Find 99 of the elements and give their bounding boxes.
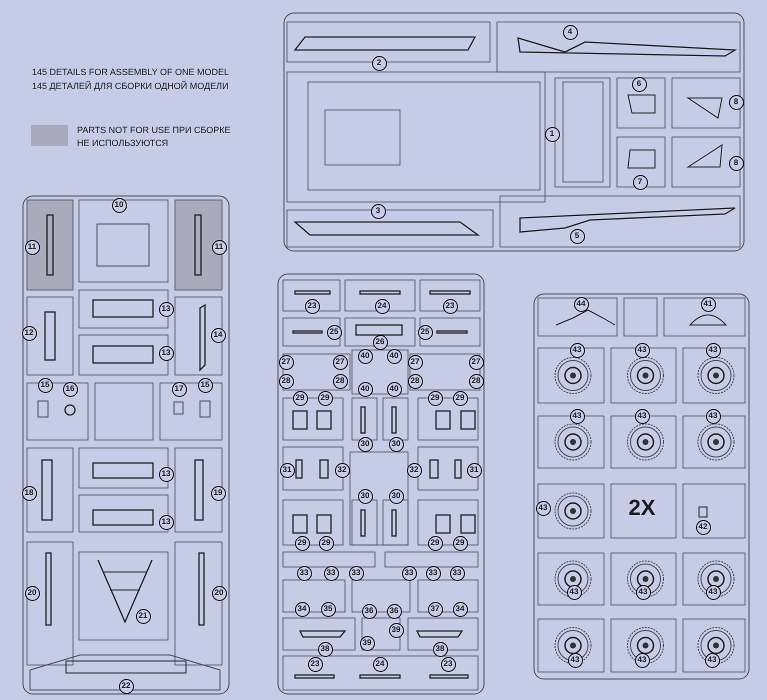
callout-number: 41 [700,296,716,312]
callout-number: 18 [22,486,36,500]
callout-number: 28 [468,374,484,388]
callout-number: 10 [112,198,126,212]
callout-number: 40 [358,382,372,396]
callout-number: 43 [536,500,550,516]
callout-number: 25 [418,324,432,340]
callout-number: 8 [728,156,744,170]
callout-number: 34 [452,602,468,616]
callout-number: 6 [632,76,646,92]
callout-number: 43 [706,584,720,600]
legend-text: PARTS NOT FOR USE ПРИ СБОРКЕ НЕ ИСПОЛЬЗУЮТСЯ [77,124,232,150]
callout-number: 31 [280,462,294,478]
callout-number: 23 [308,656,322,672]
callout-number: 39 [388,622,404,638]
callout-number: 23 [440,656,456,672]
callout-number: 28 [278,374,294,388]
callout-number: 15 [38,378,52,392]
callout-number: 29 [318,536,334,550]
callout-number: 17 [172,382,186,396]
callout-number: 27 [278,354,294,370]
callout-number: 29 [318,390,332,406]
callout-number: 43 [706,342,720,358]
callout-number: 43 [570,408,584,424]
callout-number: 29 [452,536,468,550]
callout-number: 43 [568,652,582,668]
callout-number: 4 [562,24,578,40]
callout-number: 33 [348,566,364,580]
callout-number: 5 [570,228,584,244]
callout-number: 32 [406,462,422,478]
callout-number: 33 [324,566,338,580]
callout-number: 15 [198,378,212,392]
callout-number: 30 [358,488,372,504]
quantity-text: 2X [628,497,656,519]
callout-number: 43 [706,408,720,424]
callout-number: 12 [22,326,36,340]
callout-number: 27 [468,354,484,370]
callout-number: 16 [62,382,78,396]
callout-number: 13 [158,346,174,360]
callout-number: 7 [632,174,648,190]
callout-number: 24 [374,298,390,314]
callout-number: 30 [388,436,404,452]
callout-number: 24 [372,656,388,672]
callout-number: 40 [386,382,402,396]
callout-number: 37 [428,602,442,616]
callout-number: 23 [442,298,458,314]
callout-number: 1 [544,126,560,142]
callout-number: 20 [24,586,40,600]
callout-number: 20 [212,586,226,600]
callout-number: 13 [158,302,174,316]
callout-number: 36 [386,604,402,618]
callout-number: 43 [634,408,650,424]
callout-number: 33 [296,566,312,580]
callout-number: 40 [358,348,372,364]
callout-number: 29 [428,390,442,406]
callout-number: 19 [210,486,226,500]
callout-number: 21 [136,608,150,624]
callout-number: 43 [634,652,650,668]
heading-text: 145 DETAILS FOR ASSEMBLY OF ONE MODEL [32,66,230,78]
callout-number: 40 [386,348,402,364]
callout-number: 43 [634,342,650,358]
callout-number: 27 [332,354,348,370]
callout-number: 35 [320,602,336,616]
callout-number: 33 [402,566,416,580]
callout-number: 33 [450,566,464,580]
callout-number: 29 [452,390,468,406]
callout-number: 29 [428,536,442,550]
callout-number: 42 [696,520,710,534]
callout-number: 8 [728,94,744,110]
callout-number: 43 [566,584,582,600]
callout-number: 43 [636,584,650,600]
callout-number: 26 [372,334,388,350]
callout-number: 29 [292,390,308,406]
callout-number: 25 [326,324,342,340]
callout-number: 32 [334,462,350,478]
callout-number: 28 [332,374,348,388]
callout-number: 22 [118,678,134,694]
callout-number: 33 [426,566,440,580]
callout-number: 38 [432,642,448,656]
callout-number: 2 [372,56,386,70]
callout-number: 44 [574,296,588,312]
callout-number: 39 [360,636,374,650]
heading-text: 145 ДЕТАЛЕЙ ДЛЯ СБОРКИ ОДНОЙ МОДЕЛИ [32,80,229,92]
callout-number: 14 [210,328,226,342]
callout-number: 3 [370,204,386,218]
callout-number: 28 [408,374,422,388]
callout-number: 30 [358,436,372,452]
callout-number: 31 [466,462,482,478]
callout-number: 29 [294,536,310,550]
callout-number: 13 [158,466,174,482]
callout-number: 34 [294,602,310,616]
callout-number: 30 [388,488,404,504]
callout-number: 36 [362,604,376,618]
callout-number: 13 [158,514,174,530]
callout-number: 23 [304,298,320,314]
callout-number: 43 [570,342,584,358]
callout-number: 38 [318,642,332,656]
callout-number: 27 [408,354,422,370]
callout-number: 43 [704,652,720,668]
